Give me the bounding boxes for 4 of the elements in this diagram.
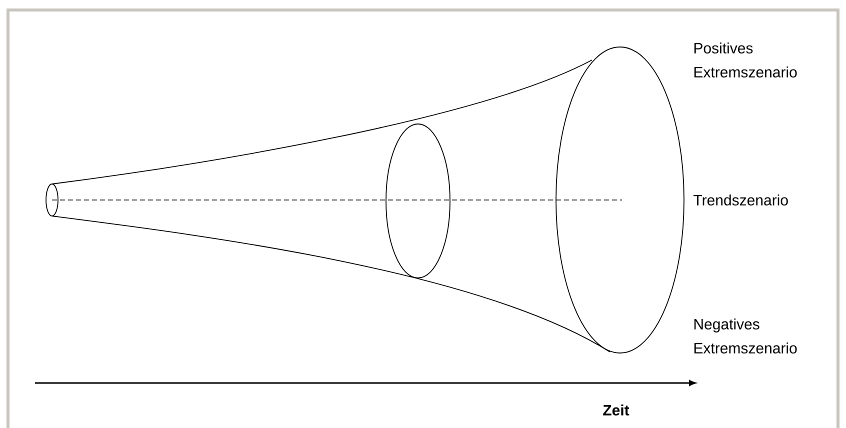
scenario-label: Negatives Extremszenario bbox=[694, 318, 797, 354]
axis-label: Zeit bbox=[603, 404, 630, 416]
scenario-label: Positives Extremszenario bbox=[694, 42, 797, 78]
scenario-label: Trendszenario bbox=[694, 194, 788, 206]
